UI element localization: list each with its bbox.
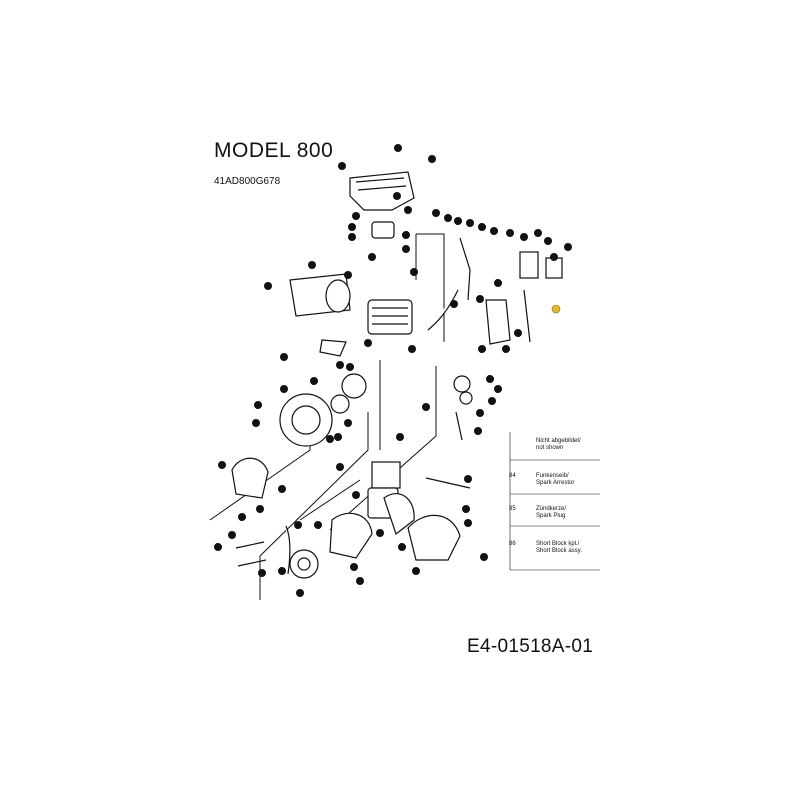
legend-note-line-2: not shown: [536, 445, 564, 451]
legend-part-name-en: Spark Arrestor: [536, 480, 575, 486]
legend-part-number: 85: [509, 506, 516, 512]
legend-part-name-de: Funkenseib/: [536, 473, 569, 479]
legend-part-number: 84: [509, 473, 516, 479]
legend-part-name-en: Short Block assy.: [536, 548, 582, 554]
legend-part-name-de: Zündkerze/: [536, 506, 567, 512]
model-number: 41AD800G678: [214, 176, 281, 187]
model-title: MODEL 800: [214, 139, 334, 162]
legend-part-name-de: Short Block kpl./: [536, 541, 580, 547]
legend-table: [509, 432, 600, 571]
legend-part-name-en: Spark Plug: [536, 513, 566, 519]
legend-part-number: 86: [509, 541, 516, 547]
part-callouts: [214, 144, 572, 597]
document-number: E4-01518A-01: [467, 636, 594, 657]
part-shapes: [231, 171, 563, 579]
legend-note-line-1: Nicht abgebildet/: [536, 438, 581, 444]
